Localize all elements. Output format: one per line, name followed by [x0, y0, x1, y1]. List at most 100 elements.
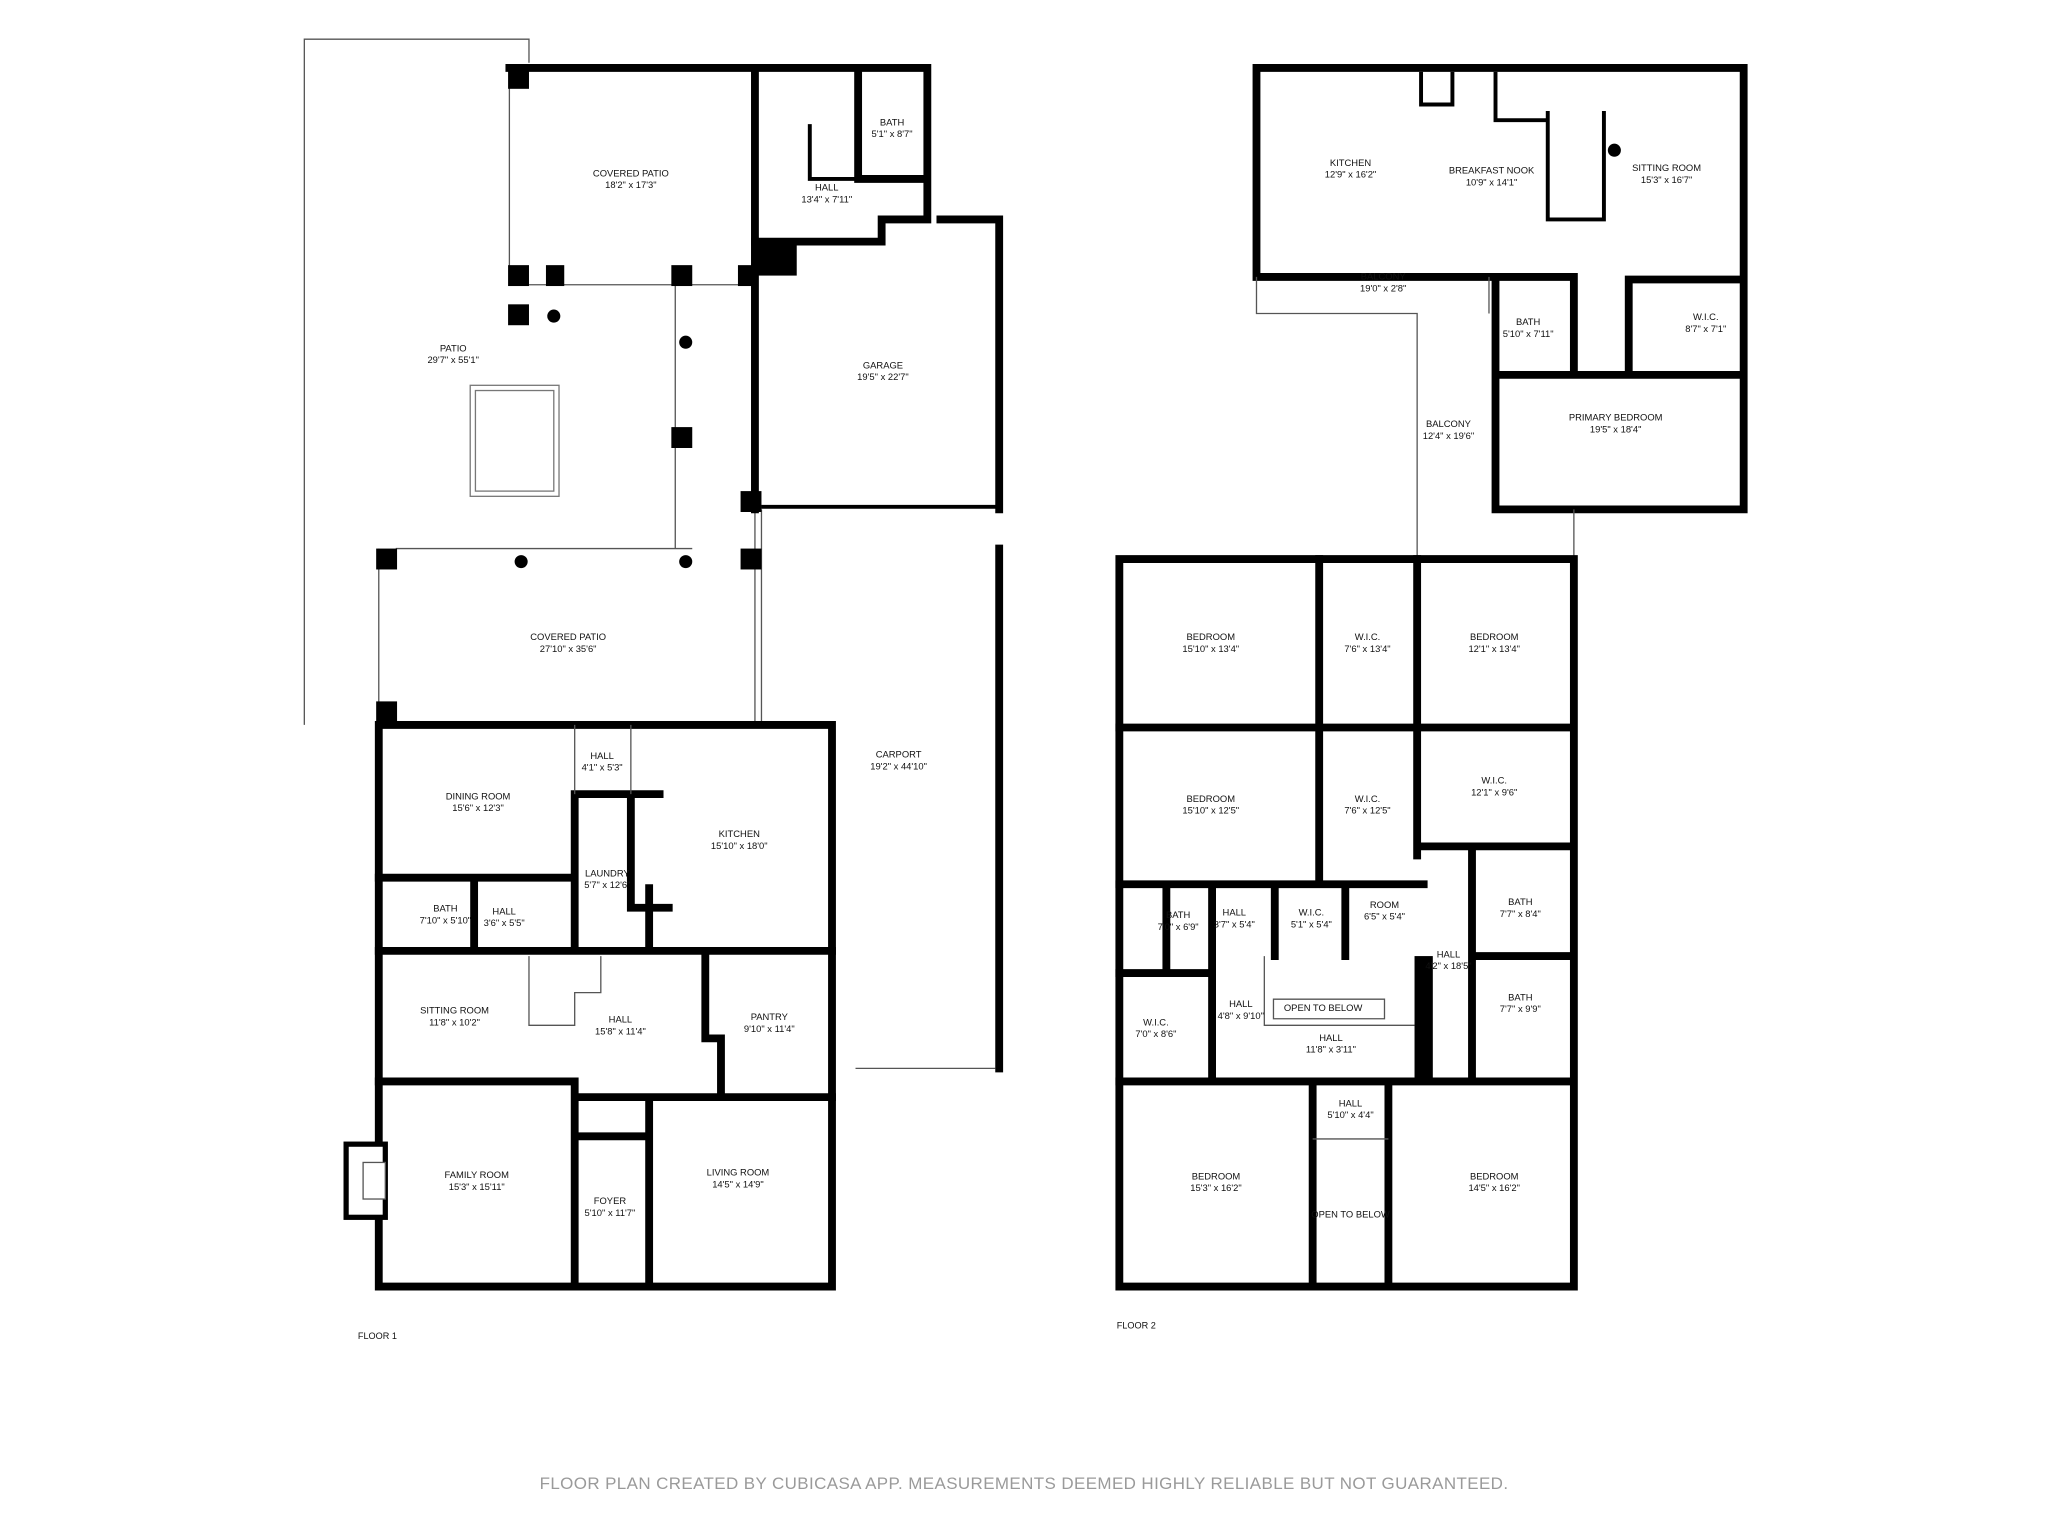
floor2-room-dimensions: 5'10" x 7'11" [1503, 328, 1554, 339]
floor1-room-dimensions: 5'10" x 11'7" [585, 1207, 636, 1218]
floor1-room-name: LIVING ROOM [707, 1167, 770, 1178]
floor2-room-dimensions: 5'10" x 4'4" [1327, 1109, 1373, 1120]
floor2-room-name: ROOM [1370, 899, 1399, 910]
floor2-room-name: W.I.C. [1355, 631, 1381, 642]
floor1-room-name: HALL [492, 905, 516, 916]
floor2-room-name: W.I.C. [1481, 775, 1507, 786]
floor2-room-name: W.I.C. [1355, 793, 1381, 804]
floor2-room-name: BEDROOM [1187, 631, 1236, 642]
floor-1-walls [303, 38, 1004, 1291]
floor1-room-name: PANTRY [751, 1011, 789, 1022]
floor2-room-name: BREAKFAST NOOK [1449, 165, 1535, 176]
floor2-room-name: HALL [1339, 1097, 1363, 1108]
floor2-room-dimensions: 10'9" x 14'1" [1466, 176, 1518, 187]
floor2-room-name: W.I.C. [1693, 311, 1719, 322]
floor2-room-dimensions: 7'7" x 9'9" [1500, 1003, 1541, 1014]
floor2-room-name: BEDROOM [1470, 631, 1519, 642]
floor2-room-name: W.I.C. [1299, 907, 1325, 918]
floor1-room-dimensions: 15'10" x 18'0" [711, 840, 768, 851]
floor2-room-dimensions: 6'5" x 5'4" [1364, 911, 1405, 922]
floor1-room-dimensions: 5'7" x 12'6" [584, 879, 630, 890]
floor2-room-name: BALCONY [1361, 271, 1407, 282]
floor2-room-name: HALL [1319, 1032, 1343, 1043]
floor1-room-dimensions: 7'10" x 5'10" [420, 914, 472, 925]
floor2-room-name: BALCONY [1426, 418, 1472, 429]
floor2-room-dimensions: 3'7" x 5'4" [1214, 918, 1255, 929]
floor2-room-dimensions: 19'0" x 2'8" [1360, 282, 1406, 293]
floor2-room-dimensions: 15'3" x 16'7" [1641, 174, 1693, 185]
floor1-room-dimensions: 3'6" x 5'5" [484, 917, 525, 928]
floor2-room-dimensions: 12'4" x 19'6" [1423, 430, 1475, 441]
floor2-room-dimensions: 7'0" x 8'6" [1135, 1028, 1176, 1039]
floor2-room-dimensions: 7'0" x 6'9" [1158, 921, 1199, 932]
floor1-room-dimensions: 15'3" x 15'11" [449, 1181, 505, 1192]
floor1-room-name: KITCHEN [719, 828, 760, 839]
floor1-room-name: COVERED PATIO [530, 631, 606, 642]
floor1-room-name: HALL [815, 182, 839, 193]
floor2-room-name: HALL [1437, 948, 1461, 959]
floor1-room-dimensions: 19'5" x 22'7" [857, 371, 909, 382]
floor2-room-dimensions: 7'7" x 8'4" [1500, 908, 1541, 919]
floor1-room-name: HALL [590, 750, 614, 761]
floor2-room-dimensions: 7'6" x 12'5" [1344, 805, 1390, 816]
footer-disclaimer: FLOOR PLAN CREATED BY CUBICASA APP. MEAS… [540, 1474, 1509, 1493]
floor2-room-dimensions: 15'10" x 13'4" [1182, 643, 1239, 654]
floor2-room-name: KITCHEN [1330, 157, 1371, 168]
floor2-room-dimensions: 12'1" x 13'4" [1468, 643, 1520, 654]
floor1-room-name: FOYER [594, 1195, 627, 1206]
floor2-room-dimensions: 19'5" x 18'4" [1590, 423, 1642, 434]
floor2-room-dimensions: 15'3" x 16'2" [1190, 1182, 1242, 1193]
floor2-room-dimensions: 7'6" x 13'4" [1344, 643, 1390, 654]
floor1-room-dimensions: 13'4" x 7'11" [801, 193, 852, 204]
floor1-room-name: LAUNDRY [585, 867, 630, 878]
floor1-room-dimensions: 15'6" x 12'3" [452, 802, 504, 813]
floor1-room-name: BATH [433, 903, 458, 914]
floor2-room-dimensions: 8'7" x 7'1" [1685, 323, 1726, 334]
floor2-room-dimensions: 11'8" x 3'11" [1306, 1044, 1356, 1055]
floor-1-label: FLOOR 1 [358, 1331, 397, 1341]
floor-2-label: FLOOR 2 [1117, 1320, 1156, 1330]
floor2-room-name: HALL [1223, 907, 1247, 918]
floor2-room-name: BATH [1508, 896, 1533, 907]
floor1-room-dimensions: 5'1" x 8'7" [872, 128, 913, 139]
floor1-room-dimensions: 14'5" x 14'9" [712, 1178, 764, 1189]
floor2-room-dimensions: 4'2" x 18'5" [1425, 960, 1471, 971]
floor1-room-dimensions: 19'2" x 44'10" [870, 760, 927, 771]
floor2-room-name: SITTING ROOM [1632, 162, 1701, 173]
floor1-room-dimensions: 4'1" x 5'3" [582, 762, 623, 773]
floor1-room-dimensions: 29'7" x 55'1" [427, 354, 479, 365]
floor1-room-name: SITTING ROOM [420, 1005, 489, 1016]
floor2-room-dimensions: 4'8" x 9'10" [1218, 1010, 1264, 1021]
floor1-room-name: BATH [880, 116, 905, 127]
floor1-room-name: HALL [609, 1014, 633, 1025]
floor2-room-name: HALL [1229, 998, 1253, 1009]
floor1-room-dimensions: 11'8" x 10'2" [429, 1016, 480, 1027]
floor2-room-name: W.I.C. [1143, 1016, 1169, 1027]
floor2-room-name: OPEN TO BELOW [1284, 1002, 1363, 1013]
floor2-room-dimensions: 15'10" x 12'5" [1182, 805, 1239, 816]
floor2-room-name: BEDROOM [1187, 793, 1236, 804]
floor1-room-name: DINING ROOM [446, 790, 511, 801]
floor2-room-dimensions: 14'5" x 16'2" [1468, 1182, 1520, 1193]
floor1-room-dimensions: 18'2" x 17'3" [605, 179, 657, 190]
floor2-room-name: BATH [1166, 909, 1191, 920]
floor1-room-name: FAMILY ROOM [445, 1169, 510, 1180]
floor1-room-name: COVERED PATIO [593, 167, 669, 178]
floor2-room-name: BEDROOM [1192, 1170, 1241, 1181]
floor2-room-name: BATH [1516, 316, 1541, 327]
floor2-room-dimensions: 12'1" x 9'6" [1471, 786, 1517, 797]
floor1-room-dimensions: 9'10" x 11'4" [744, 1023, 795, 1034]
floor1-room-dimensions: 15'8" x 11'4" [595, 1025, 646, 1036]
floor2-room-name: OPEN TO BELOW [1311, 1208, 1390, 1219]
floor1-room-name: GARAGE [863, 359, 903, 370]
floor1-room-dimensions: 27'10" x 35'6" [540, 643, 597, 654]
floor1-room-name: PATIO [440, 342, 467, 353]
floor2-room-dimensions: 12'9" x 16'2" [1325, 169, 1377, 180]
floor2-room-name: BEDROOM [1470, 1170, 1519, 1181]
floor2-room-name: BATH [1508, 991, 1533, 1002]
floor2-room-name: PRIMARY BEDROOM [1569, 412, 1663, 423]
floor1-room-name: CARPORT [876, 749, 922, 760]
floor2-room-dimensions: 5'1" x 5'4" [1291, 918, 1332, 929]
